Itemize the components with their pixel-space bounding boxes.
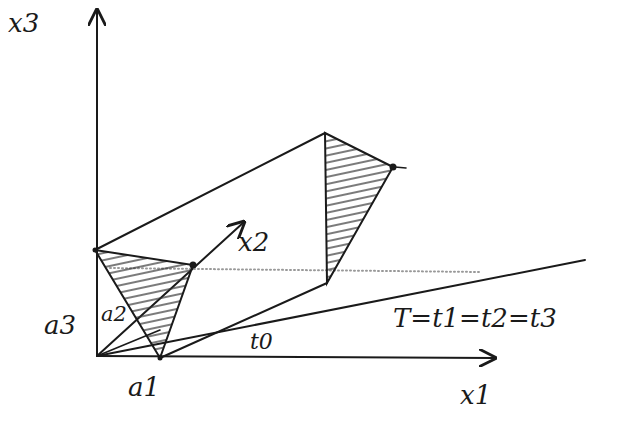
point-label: t0 [250,331,273,353]
base-simplex [95,250,193,358]
point-label: a1 [128,374,160,400]
axis-label: x3 [8,10,39,36]
x3-axis [96,10,98,356]
vertex-dot [158,356,163,361]
tick-mark [395,167,406,168]
prism-edge [95,133,325,250]
x1-axis [97,356,495,358]
prism-edge [160,283,327,358]
axis-label: x2 [238,229,269,255]
parameter-label: T=t1=t2=t3 [393,305,557,331]
axis-label: x1 [460,382,491,408]
vertex-dot [390,164,397,171]
inner-stroke [97,330,160,356]
point-label: a2 [101,304,127,325]
vertex-dot [93,248,98,253]
vertex-dot [190,262,197,269]
point-label: a3 [44,312,76,338]
end-simplex [325,133,393,283]
